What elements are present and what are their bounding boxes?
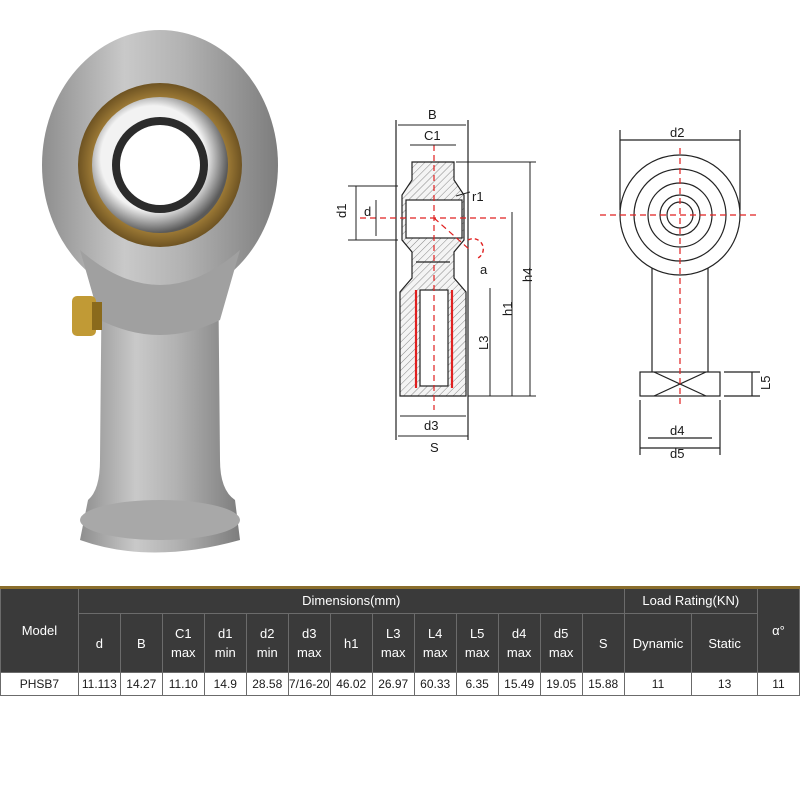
centerlines-front — [600, 148, 760, 405]
label-d4: d4 — [670, 423, 684, 438]
dimensions-header: Dimensions(mm) — [77, 586, 625, 614]
cell-d1: 14.9 — [203, 672, 247, 696]
col-header-static: Static — [691, 612, 758, 674]
cell-h1: 46.02 — [329, 672, 373, 696]
cell-L4: 60.33 — [413, 672, 457, 696]
cell-B: 14.27 — [119, 672, 163, 696]
cell-S: 15.88 — [581, 672, 625, 696]
cell-dynamic: 11 — [623, 672, 693, 696]
col-header-S: S — [581, 612, 625, 674]
col-header-h1: h1 — [329, 612, 373, 674]
label-L5: L5 — [758, 376, 773, 390]
cell-C1: 11.10 — [161, 672, 205, 696]
label-B: B — [428, 107, 437, 122]
model-header: Model — [0, 585, 79, 674]
label-d3: d3 — [424, 418, 438, 433]
label-d5: d5 — [670, 446, 684, 461]
cell-d: 11.113 — [77, 672, 121, 696]
label-d: d — [364, 204, 371, 219]
alpha-header: α° — [756, 585, 800, 674]
label-d2: d2 — [670, 125, 684, 140]
col-header-d: d — [77, 612, 121, 674]
col-header-B: B — [119, 612, 163, 674]
front-view — [619, 130, 760, 455]
col-header-dynamic: Dynamic — [623, 612, 693, 674]
cell-L3: 26.97 — [371, 672, 415, 696]
rod-end-photo — [42, 30, 278, 553]
label-L3: L3 — [476, 336, 491, 350]
cell-static: 13 — [691, 672, 758, 696]
dimension-lines-section — [348, 124, 536, 437]
cell-d3: 7/16-20 — [287, 672, 331, 696]
centerlines-section — [360, 145, 510, 410]
section-view — [395, 120, 469, 440]
cell-d4: 15.49 — [497, 672, 541, 696]
label-S: S — [430, 440, 439, 455]
cell-L5: 6.35 — [455, 672, 499, 696]
technical-drawing: B C1 d1 d r1 a h4 h1 L3 d3 S d2 L5 d4 d5 — [334, 107, 773, 461]
spec-table: Model Dimensions(mm) Load Rating(KN) α° … — [0, 585, 800, 696]
cell-model: PHSB7 — [0, 672, 79, 696]
label-C1: C1 — [424, 128, 441, 143]
cell-alpha: 11 — [756, 672, 800, 696]
label-a: a — [480, 262, 488, 277]
load-header: Load Rating(KN) — [623, 586, 758, 614]
cell-d2: 28.58 — [245, 672, 289, 696]
label-h1: h1 — [500, 302, 515, 316]
label-r1: r1 — [472, 189, 484, 204]
cell-d5: 19.05 — [539, 672, 583, 696]
label-h4: h4 — [520, 268, 535, 282]
label-d1: d1 — [334, 204, 349, 218]
